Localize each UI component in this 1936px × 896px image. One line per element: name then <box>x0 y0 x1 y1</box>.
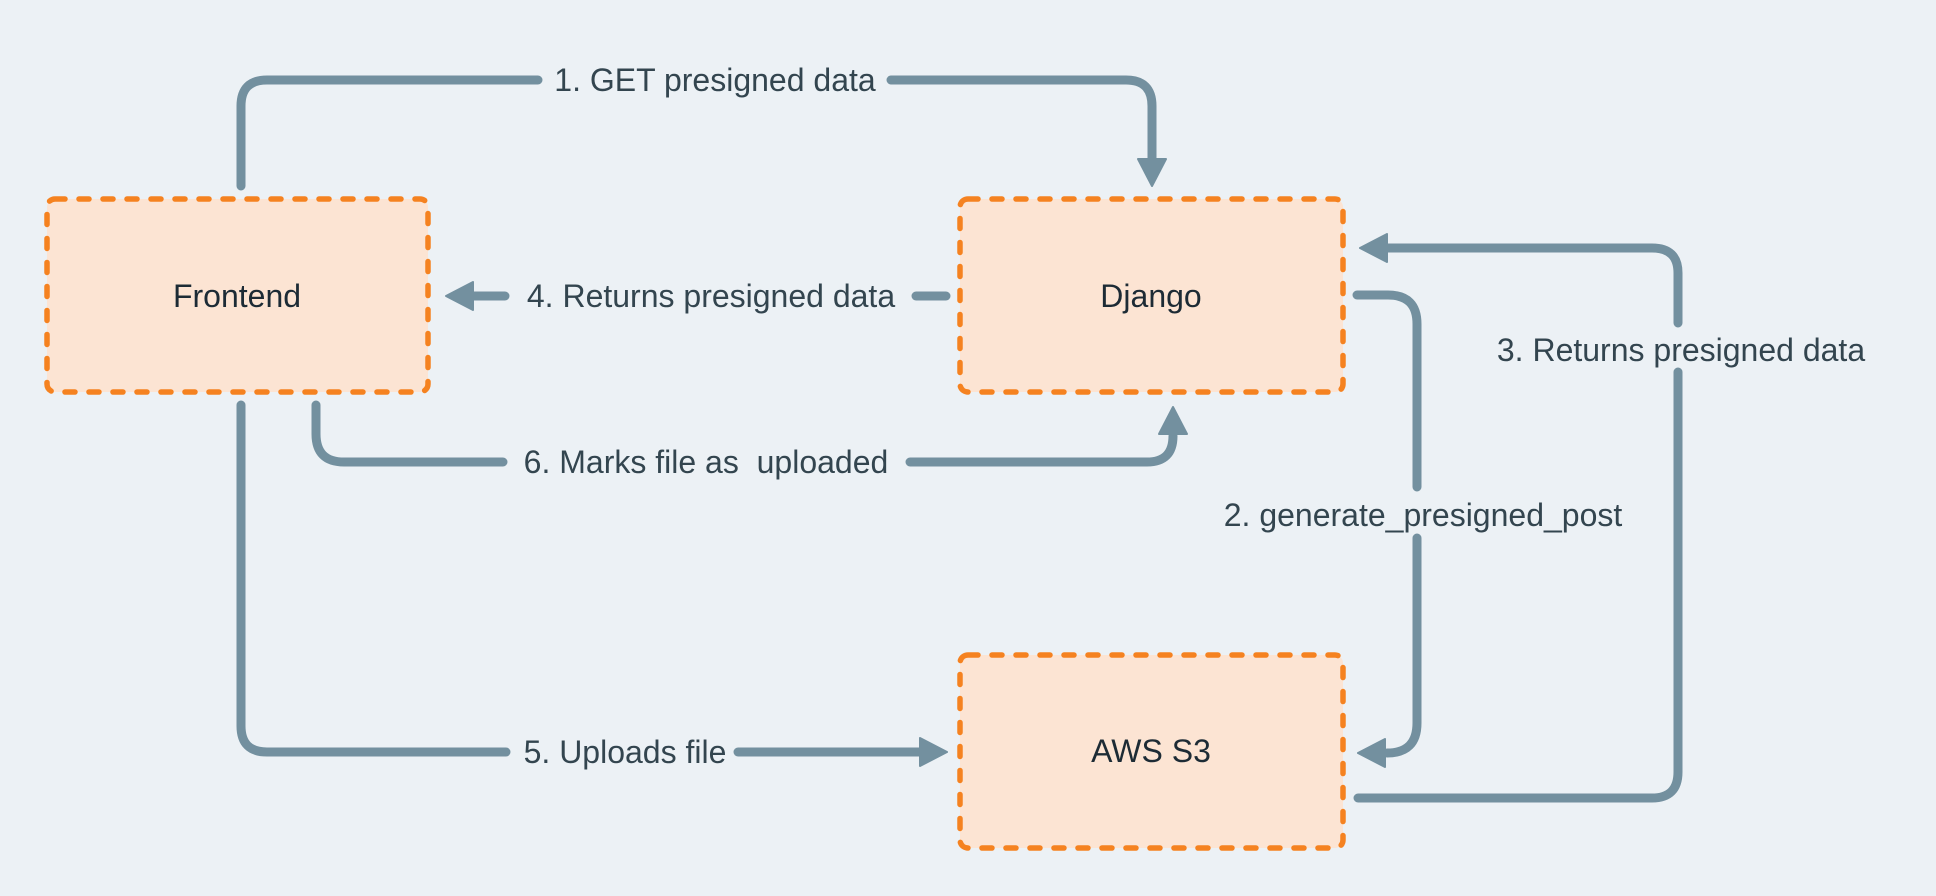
edge-4-returns-presigned-data: 4. Returns presigned data <box>445 278 951 314</box>
edge-6-marks-file-uploaded: 6. Marks file as uploaded <box>311 400 1188 480</box>
edge-2-label: 2. generate_presigned_post <box>1224 497 1623 533</box>
edge-5-uploads-file: 5. Uploads file <box>236 400 948 770</box>
aws-s3-node-label: AWS S3 <box>1091 733 1211 769</box>
edge-5-path-start <box>236 400 511 757</box>
frontend-node-box <box>44 196 431 395</box>
node-django: Django <box>957 196 1346 395</box>
edge-3-returns-presigned-data: 3. Returns presigned data <box>1353 233 1865 803</box>
edge-4-arrowhead-left-icon <box>445 281 474 311</box>
edge-6-arrowhead-up-icon <box>1158 406 1188 435</box>
frontend-node-label: Frontend <box>173 278 301 314</box>
django-node-box <box>957 196 1346 395</box>
edge-3-arrowhead-left-icon <box>1359 233 1388 263</box>
aws-s3-node-box <box>957 652 1346 851</box>
node-aws-s3: AWS S3 <box>957 652 1346 851</box>
node-frontend: Frontend <box>44 196 431 395</box>
edge-2-arrowhead-left-icon <box>1357 738 1386 768</box>
edge-3-label: 3. Returns presigned data <box>1497 332 1865 368</box>
edge-1-label: 1. GET presigned data <box>554 62 876 98</box>
edge-1-arrowhead-down-icon <box>1137 158 1167 187</box>
edge-1-get-presigned-data: 1. GET presigned data <box>236 62 1167 191</box>
edge-3-path-end <box>1383 243 1683 328</box>
edge-1-path-start <box>236 75 543 191</box>
edge-2-path-end <box>1382 533 1422 758</box>
edge-6-path-start <box>311 400 508 467</box>
django-node-label: Django <box>1100 278 1201 314</box>
edge-1-path-end <box>886 75 1157 163</box>
edge-2-path-start <box>1352 290 1422 492</box>
edge-6-path-end <box>905 431 1178 467</box>
edge-6-label: 6. Marks file as uploaded <box>524 444 889 480</box>
edge-3-path-start <box>1353 367 1683 803</box>
edge-4-label: 4. Returns presigned data <box>527 278 895 314</box>
edge-2-generate-presigned-post: 2. generate_presigned_post <box>1224 290 1623 768</box>
edge-5-arrowhead-right-icon <box>919 737 948 767</box>
edge-5-label: 5. Uploads file <box>524 734 727 770</box>
